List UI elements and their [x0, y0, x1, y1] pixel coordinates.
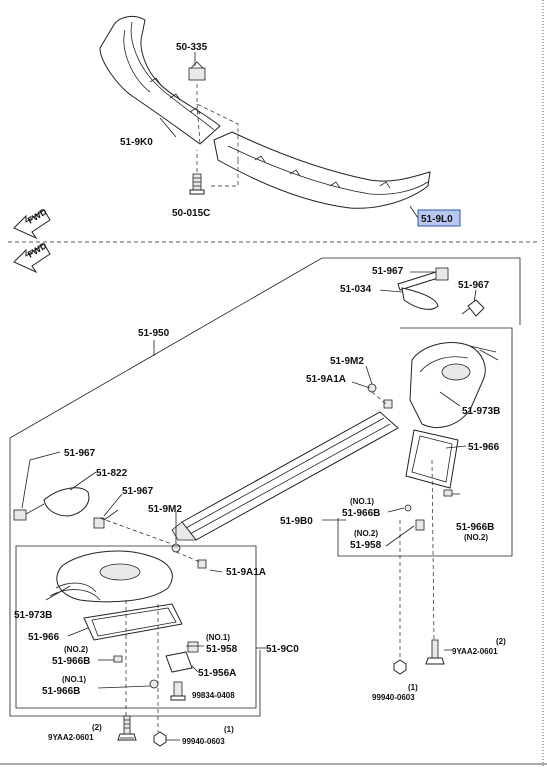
label-51-966b-right: 51-966B: [342, 508, 380, 519]
gasket-left: [83, 603, 183, 641]
clip-51-966b-no2-right: [443, 489, 453, 497]
highlight-51-9l0[interactable]: [417, 209, 461, 227]
rear-spoiler-body: [171, 411, 399, 541]
note-51-966b-no1: (NO.1): [350, 497, 374, 506]
fwd-arrow-bottom: FWD: [13, 240, 51, 274]
label-51-9m2-top: 51-9M2: [330, 356, 364, 367]
bracket-51-822: [43, 487, 90, 517]
frame-right-end: [337, 327, 513, 557]
fwd-arrow-top: FWD: [13, 206, 51, 240]
screw-50-015c: [189, 173, 205, 195]
label-51-822: 51-822: [96, 468, 128, 479]
label-51-9c0: 51-9C0: [266, 644, 299, 655]
note-51-966b-no1-left: (NO.1): [62, 675, 86, 684]
bolt-51-967-right: [461, 299, 485, 317]
end-cap-right: [409, 342, 499, 428]
label-51-966b-no2-right: 51-966B: [456, 522, 494, 533]
clip-51-966b-no1-left: [149, 679, 159, 689]
label-50-015c: 50-015C: [172, 208, 210, 219]
label-51-9b0: 51-9B0: [280, 516, 313, 527]
nut-51-9a1a-bottom: [197, 559, 207, 569]
front-spoiler-group: 50-335 51-9K0 50-015C 51-9L0: [99, 15, 461, 227]
gasket-right: [405, 429, 459, 489]
label-51-966-left: 51-966: [28, 632, 60, 643]
label-51-958-right: 51-958: [350, 540, 382, 551]
frame-51-9c0: [15, 545, 257, 709]
label-51-966b-no2-left: 51-966B: [52, 656, 90, 667]
label-51-966b-no1-left: 51-966B: [42, 686, 80, 697]
label-51-9a1a-bottom: 51-9A1A: [226, 567, 266, 578]
clip-50-335: [188, 67, 206, 81]
note-51-966b-no2-left: (NO.2): [64, 645, 88, 654]
label-51-973b-left: 51-973B: [14, 610, 52, 621]
label-51-967-right: 51-967: [458, 280, 490, 291]
label-51-958-left: 51-958: [206, 644, 238, 655]
label-99834-0408: 99834-0408: [192, 691, 235, 700]
label-99940-right: 99940-0603: [372, 693, 415, 702]
screw-99834: [170, 681, 186, 701]
note-51-958-no2: (NO.2): [354, 529, 378, 538]
note-51-966b-no2-right: (NO.2): [464, 533, 488, 542]
nut-51-9a1a-top: [383, 399, 393, 409]
label-51-950: 51-950: [138, 328, 170, 339]
note-51-958-no1: (NO.1): [206, 633, 230, 642]
nut-99940-left: [153, 731, 167, 747]
label-50-335: 50-335: [176, 42, 208, 53]
nut-51-958-left: [187, 641, 199, 653]
label-51-9l0[interactable]: 51-9L0: [421, 214, 453, 225]
note-9yaa2-right: (2): [496, 637, 506, 646]
end-cap-left: [49, 550, 173, 603]
clip-51-966b-no2-left: [113, 655, 123, 663]
bolt-51-967-left: [13, 503, 45, 521]
bolt-9yaa2-left: [117, 715, 137, 741]
label-99940-left: 99940-0603: [182, 737, 225, 746]
bracket-51-956a: [165, 651, 193, 673]
label-51-9a1a-top: 51-9A1A: [306, 374, 346, 385]
bolt-51-967-top: [397, 267, 449, 291]
note-99940-left: (1): [224, 725, 234, 734]
label-9yaa2-right: 9YAA2-0601: [452, 647, 498, 656]
label-51-967-left2: 51-967: [122, 486, 154, 497]
frame-51-950: [9, 257, 521, 439]
clip-51-966b-right: [404, 504, 412, 512]
note-99940-right: (1): [408, 683, 418, 692]
bolt-51-967-left-2: [93, 509, 119, 529]
front-lip-spoiler-right: [213, 131, 431, 209]
label-51-956a: 51-956A: [198, 668, 236, 679]
bolt-9yaa2-right: [425, 639, 445, 665]
label-51-967-left: 51-967: [64, 448, 96, 459]
label-51-966-right: 51-966: [468, 442, 500, 453]
label-51-973b-right: 51-973B: [462, 406, 500, 417]
note-9yaa2-left: (2): [92, 723, 102, 732]
bracket-51-034: [401, 287, 439, 310]
label-51-967-top: 51-967: [372, 266, 404, 277]
label-51-034: 51-034: [340, 284, 372, 295]
clip-51-9m2-bottom: [171, 543, 181, 553]
nut-99940-right: [393, 659, 407, 675]
label-9yaa2-left: 9YAA2-0601: [48, 733, 94, 742]
label-51-9k0: 51-9K0: [120, 137, 153, 148]
nut-51-958-right: [415, 519, 425, 531]
label-51-9m2-bottom: 51-9M2: [148, 504, 182, 515]
